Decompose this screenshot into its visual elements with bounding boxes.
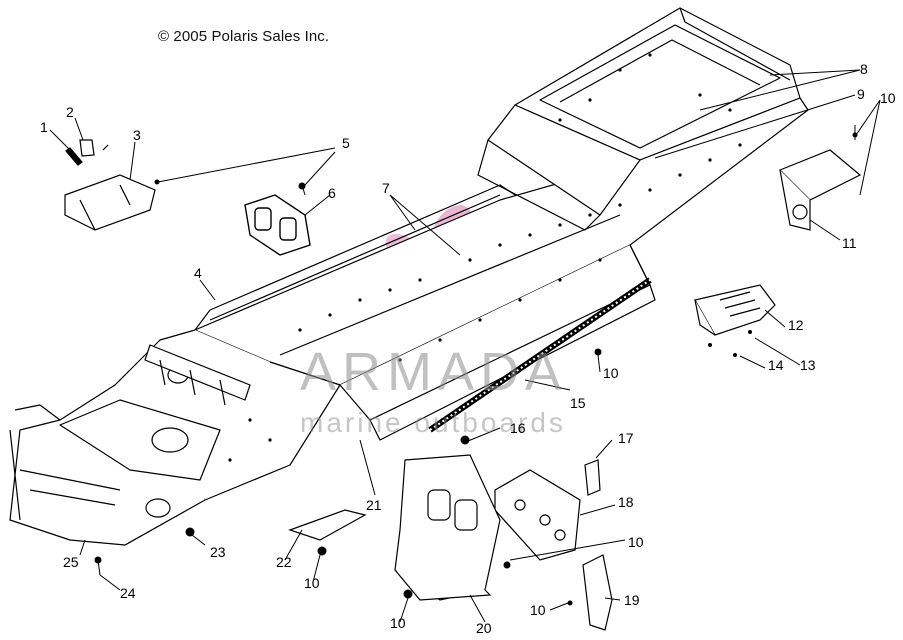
callout-c19: 19 [624,592,640,608]
callout-c1: 1 [40,119,48,135]
part-18-panel [494,469,581,561]
part-6-double-bracket [244,194,311,256]
callout-c15: 15 [570,395,586,411]
callout-c13: 13 [800,357,816,373]
copyright-text: © 2005 Polaris Sales Inc. [158,28,330,45]
part-3-bracket [64,174,156,231]
callout-c17: 17 [618,430,634,446]
part-20-plate [394,454,501,601]
callout-c23: 23 [210,544,226,560]
watermark-subtitle: marine outboards [300,407,566,438]
callout-c21: 21 [366,497,382,513]
fasteners [94,125,858,606]
callout-c2: 2 [66,104,74,120]
watermark-brand: ARMADA [300,342,567,402]
part-15-rail-strip [428,277,652,433]
part-17-clip [584,459,601,496]
part-22-flap [288,509,367,541]
callout-c3: 3 [133,127,141,143]
callout-c11: 11 [842,235,857,251]
leader-lines [49,69,881,623]
callout-c8: 8 [860,61,868,77]
callout-c10e: 10 [390,615,406,631]
callout-c25: 25 [63,554,79,570]
tunnel-chassis [9,7,809,546]
callout-c10c: 10 [628,534,644,550]
callout-c10a: 10 [880,90,896,106]
callout-c22: 22 [276,554,292,570]
callout-c9: 9 [857,86,865,102]
part-12-block [694,284,776,336]
callout-c10b: 10 [603,365,619,381]
rivet-holes [228,53,742,462]
callout-c14: 14 [768,357,784,373]
callout-c7: 7 [382,180,390,196]
callout-c10f: 10 [530,602,546,618]
callout-c16: 16 [510,420,526,436]
callout-c4: 4 [194,265,202,281]
callout-c10d: 10 [304,575,320,591]
callout-c12: 12 [788,317,804,333]
callout-c6: 6 [328,185,336,201]
part-11-bracket [778,149,862,231]
callout-c20: 20 [476,620,492,635]
callout-c24: 24 [120,585,136,601]
part-19-strip [582,554,613,631]
part-1-2-small-parts [65,139,109,166]
callout-c5: 5 [342,135,350,151]
callout-c18: 18 [618,494,634,510]
